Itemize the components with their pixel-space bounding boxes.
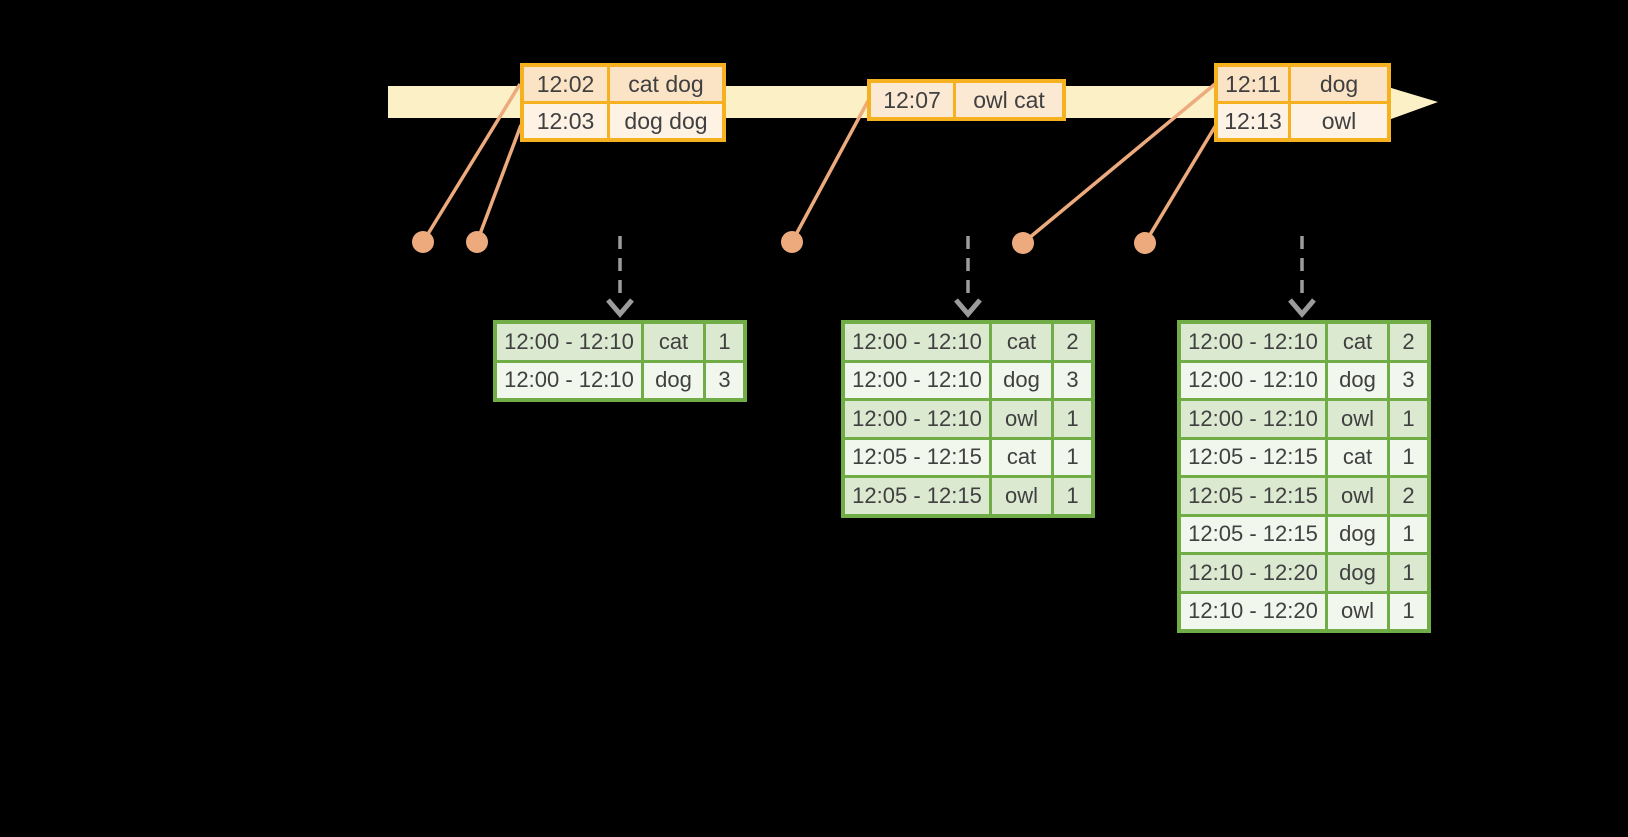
word-cell: owl [1328,401,1387,437]
word-cell: cat [992,324,1051,360]
word-cell: dog [1328,555,1387,591]
count-cell: 1 [706,324,743,360]
count-cell: 2 [1390,478,1427,514]
window-cell: 12:00 - 12:10 [845,401,989,437]
event-dot [466,231,488,253]
event-dot [412,231,434,253]
count-cell: 1 [1390,516,1427,552]
count-cell: 1 [1390,439,1427,475]
event-words-cell: cat dog [610,67,722,101]
event-table-1: 12:02 cat dog 12:03 dog dog [520,63,726,142]
event-words-cell: dog dog [610,104,722,138]
word-cell: dog [1328,516,1387,552]
event-table-2: 12:07 owl cat [867,79,1066,121]
count-cell: 2 [1390,324,1427,360]
count-cell: 1 [1390,593,1427,629]
window-cell: 12:05 - 12:15 [1181,439,1325,475]
count-cell: 1 [1054,439,1091,475]
trigger-arrows [606,236,1316,318]
window-cell: 12:00 - 12:10 [1181,324,1325,360]
count-cell: 1 [1390,555,1427,591]
window-cell: 12:00 - 12:10 [1181,362,1325,398]
window-cell: 12:00 - 12:10 [497,324,641,360]
event-table-3: 12:11 dog 12:13 owl [1214,63,1391,142]
event-dot [1012,232,1034,254]
trigger-arrowhead-icon [954,298,982,318]
word-cell: owl [1328,478,1387,514]
event-connector-line [1021,82,1217,245]
result-table-2: 12:00 - 12:10 cat 2 12:00 - 12:10 dog 3 … [841,320,1095,518]
window-cell: 12:05 - 12:15 [1181,478,1325,514]
window-cell: 12:00 - 12:10 [845,362,989,398]
event-dot [781,231,803,253]
count-cell: 3 [1054,362,1091,398]
result-table-1: 12:00 - 12:10 cat 1 12:00 - 12:10 dog 3 [493,320,747,402]
result-table-3: 12:00 - 12:10 cat 2 12:00 - 12:10 dog 3 … [1177,320,1431,633]
trigger-arrowhead-icon [606,298,634,318]
word-cell: owl [1328,593,1387,629]
word-cell: cat [1328,439,1387,475]
window-cell: 12:10 - 12:20 [1181,593,1325,629]
window-cell: 12:05 - 12:15 [1181,516,1325,552]
window-cell: 12:10 - 12:20 [1181,555,1325,591]
trigger-arrowhead-icon [1288,298,1316,318]
event-connector-line [421,83,522,243]
word-cell: cat [644,324,703,360]
word-cell: owl [992,401,1051,437]
event-words-cell: owl cat [956,83,1062,117]
window-cell: 12:05 - 12:15 [845,478,989,514]
event-words-cell: dog [1291,67,1387,101]
event-dots [412,231,1156,254]
window-cell: 12:00 - 12:10 [1181,401,1325,437]
event-dot [1134,232,1156,254]
word-cell: dog [644,362,703,398]
window-cell: 12:00 - 12:10 [497,362,641,398]
count-cell: 3 [706,362,743,398]
word-cell: cat [992,439,1051,475]
count-cell: 1 [1054,478,1091,514]
count-cell: 1 [1054,401,1091,437]
event-connector-line [1143,124,1218,244]
window-cell: 12:00 - 12:10 [845,324,989,360]
word-cell: dog [1328,362,1387,398]
event-time-cell: 12:07 [871,83,953,117]
event-time-cell: 12:02 [524,67,607,101]
word-cell: cat [1328,324,1387,360]
event-time-cell: 12:11 [1218,67,1288,101]
event-connector-lines [421,82,1218,245]
word-cell: dog [992,362,1051,398]
event-time-cell: 12:13 [1218,104,1288,138]
event-words-cell: owl [1291,104,1387,138]
event-connector-line [475,124,523,243]
count-cell: 2 [1054,324,1091,360]
event-connector-line [790,100,870,243]
count-cell: 1 [1390,401,1427,437]
count-cell: 3 [1390,362,1427,398]
window-cell: 12:05 - 12:15 [845,439,989,475]
word-cell: owl [992,478,1051,514]
event-time-cell: 12:03 [524,104,607,138]
